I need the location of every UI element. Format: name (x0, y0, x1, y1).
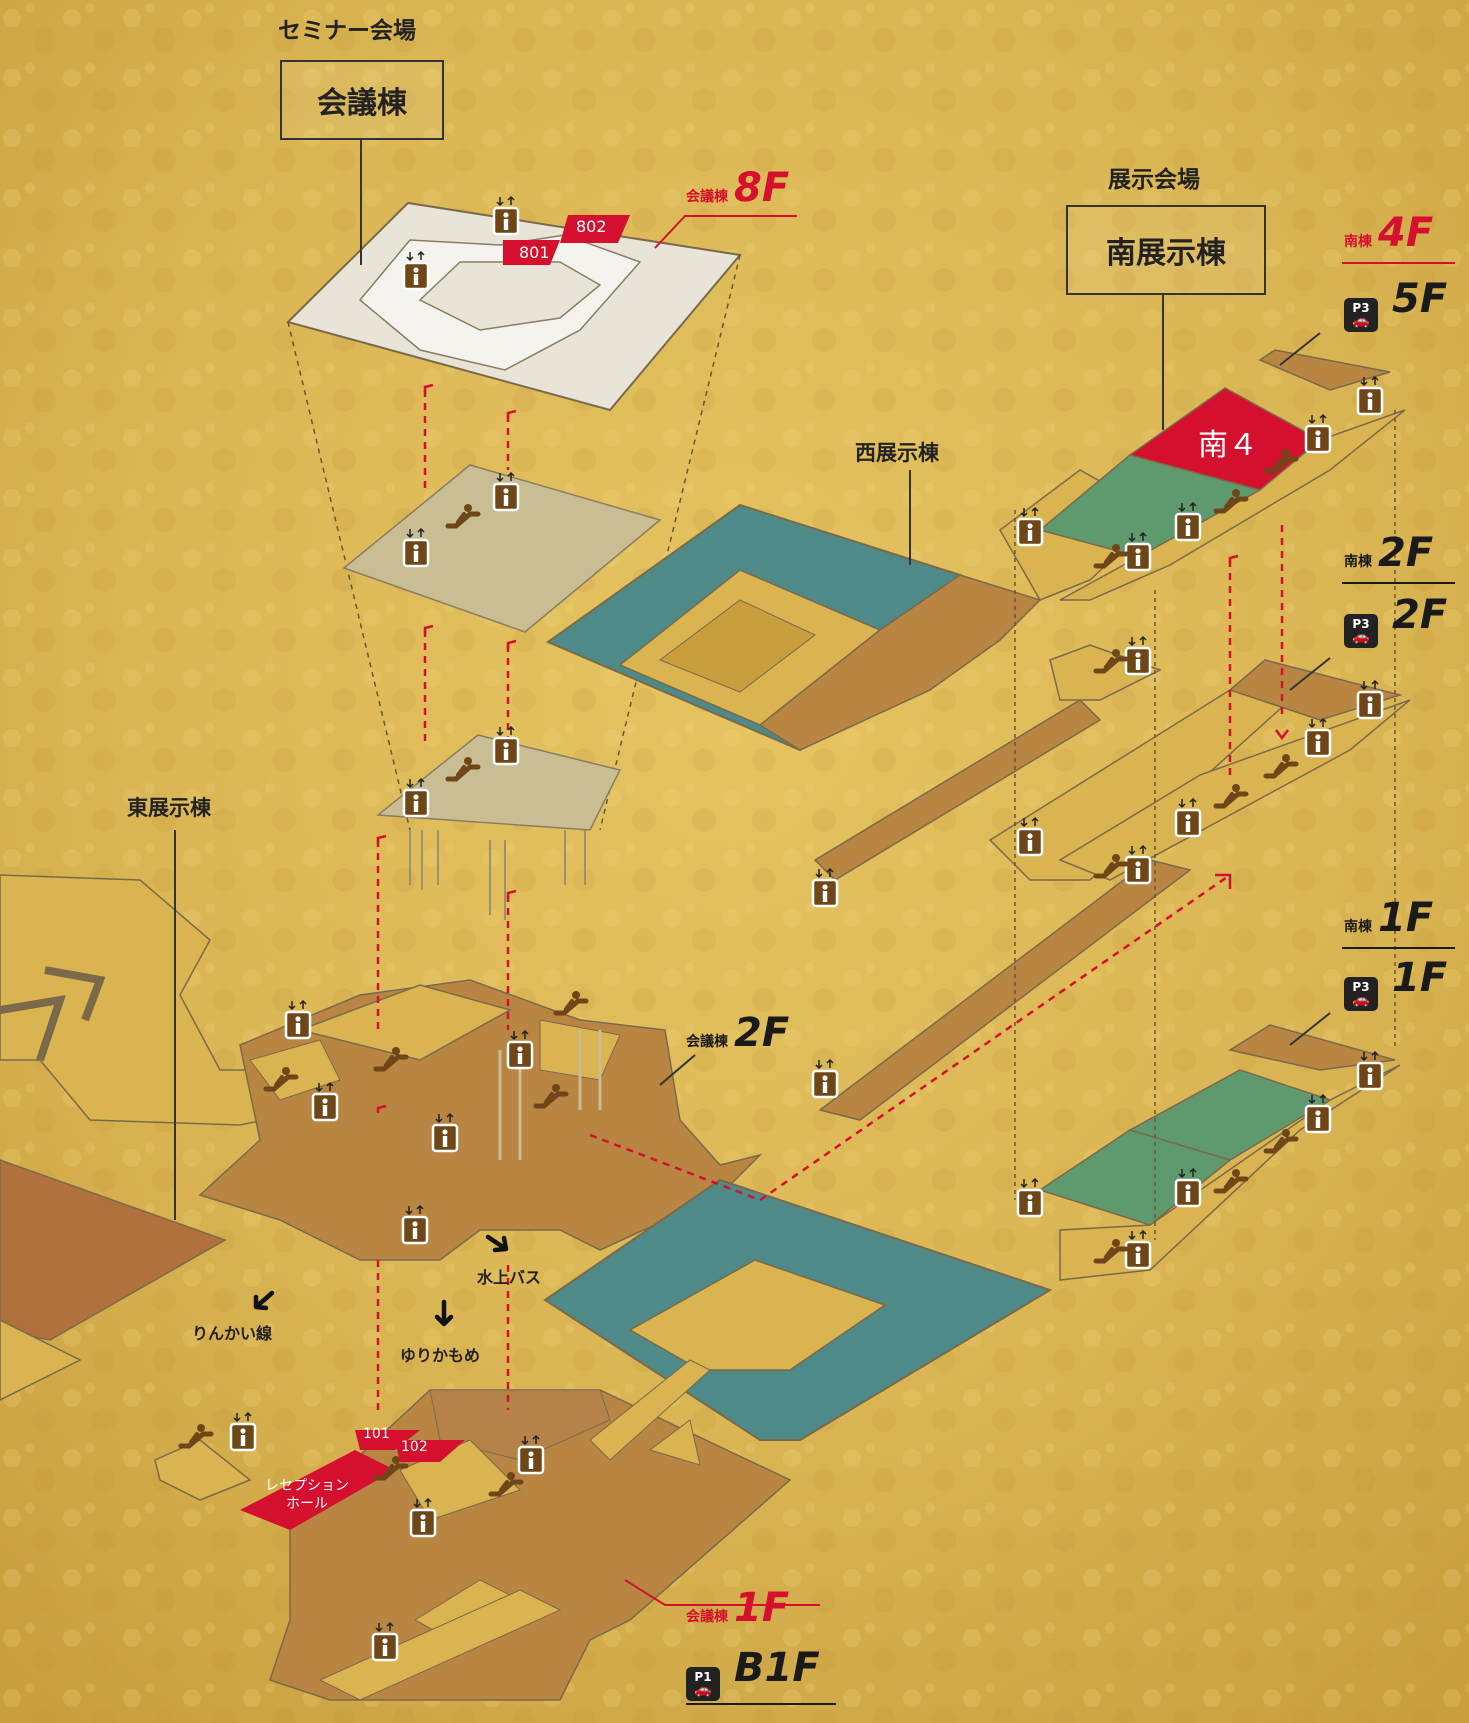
waterbus-label: 水上バス (477, 1268, 542, 1287)
parking-car-icon: P3🚗 (1344, 614, 1378, 648)
conf-8f-floor: 8F (734, 165, 790, 211)
parking-car-icon: P1🚗 (686, 1667, 720, 1701)
south-hall-1f (1038, 1024, 1401, 1281)
east-hall (0, 874, 363, 1401)
parking-2f-label: P3🚗 2F (1344, 592, 1447, 648)
parking-5f-label: P3🚗 5F (1344, 276, 1447, 332)
south-1f-building: 南棟 (1344, 919, 1372, 935)
room-102[interactable] (395, 1440, 465, 1462)
seminar-caption: セミナー会場 (278, 18, 416, 44)
leader-lines (174, 140, 1331, 1606)
parking-b1f-floor: B1F (734, 1645, 820, 1691)
conf-2f-floor: 2F (734, 1010, 790, 1056)
conf-1f-label: 会議棟 1F (686, 1585, 789, 1631)
south4-label[interactable]: 南４ (1198, 428, 1258, 463)
south-4f-floor: 4F (1378, 210, 1434, 256)
south-1f-label: 南棟 1F (1344, 895, 1433, 941)
vertical-connectors (1014, 410, 1396, 1240)
south-hall-title: 南展示棟 (1066, 205, 1266, 295)
south-4f-building: 南棟 (1344, 234, 1372, 250)
south-4f-underline (1342, 262, 1455, 264)
reception-hall-label[interactable]: レセプション ホール (265, 1477, 349, 1513)
rinkai-line-label: りんかい線 (192, 1324, 273, 1343)
room-802[interactable] (560, 215, 630, 243)
route-lines (376, 390, 1284, 1410)
west-hall-floor (545, 503, 1042, 752)
b1f-underline (686, 1703, 836, 1705)
room-101[interactable] (355, 1430, 420, 1450)
direction-arrows (253, 1234, 509, 1327)
south-1f-floor: 1F (1378, 895, 1434, 941)
conference-building-title: 会議棟 (280, 60, 444, 140)
route-arrows (376, 383, 1289, 1113)
reception-line2: ホール (286, 1496, 328, 1512)
south-2f-building: 南棟 (1344, 554, 1372, 570)
conference-upper-mid-floor (342, 464, 662, 633)
south-2f-floor: 2F (1378, 530, 1434, 576)
conf-1f-building: 会議棟 (686, 1609, 728, 1625)
south-2f-label: 南棟 2F (1344, 530, 1433, 576)
south-hall-2f (988, 644, 1411, 881)
east-hall-label: 東展示棟 (127, 796, 211, 820)
parking-1f-floor: 1F (1392, 955, 1448, 1001)
conf-8f-building: 会議棟 (686, 189, 728, 205)
parking-2f-floor: 2F (1392, 592, 1448, 638)
conf-1f-floor: 1F (734, 1585, 790, 1631)
west-hall-label: 西展示棟 (855, 441, 939, 465)
south-4f-label: 南棟 4F (1344, 210, 1433, 256)
parking-b1f-label: P1🚗 B1F (686, 1645, 820, 1701)
reception-line1: レセプション (265, 1478, 349, 1494)
conference-outline (287, 254, 741, 831)
parking-5f-floor: 5F (1392, 276, 1448, 322)
room-801[interactable] (503, 240, 560, 265)
room-802-label[interactable]: 802 (576, 217, 607, 236)
yurikamome-label: ゆりかもめ (400, 1346, 481, 1365)
sky-corridor (813, 699, 1192, 1121)
exhibition-caption: 展示会場 (1108, 167, 1200, 193)
parking-car-icon: P3🚗 (1344, 298, 1378, 332)
parking-car-icon: P3🚗 (1344, 977, 1378, 1011)
south-2f-underline (1342, 582, 1455, 584)
conference-8f-floor (286, 201, 742, 412)
conference-lower-mid-floor (376, 734, 622, 920)
conf-2f-building: 会議棟 (686, 1034, 728, 1050)
room-801-label[interactable]: 801 (519, 243, 550, 262)
room-102-label[interactable]: 102 (401, 1439, 428, 1455)
reception-hall[interactable] (240, 1450, 395, 1530)
room-101-label[interactable]: 101 (363, 1426, 390, 1442)
south-1f-underline (1342, 947, 1455, 949)
parking-1f-label: P3🚗 1F (1344, 955, 1447, 1011)
conference-2f-concourse (198, 979, 763, 1261)
conf-8f-label: 会議棟 8F (686, 165, 789, 211)
conf-2f-label: 会議棟 2F (686, 1010, 789, 1056)
